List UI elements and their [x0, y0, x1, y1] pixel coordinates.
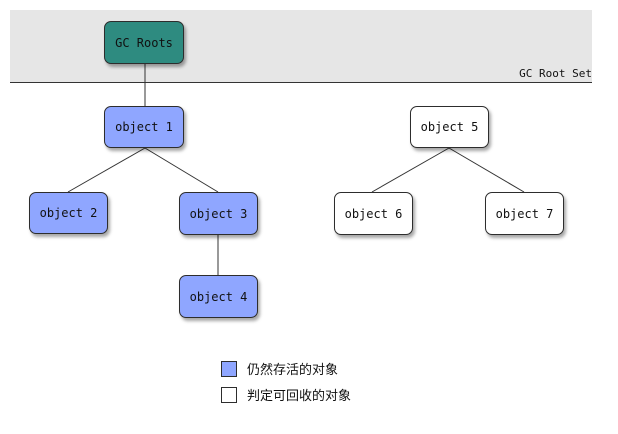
legend-collectable-label: 判定可回收的对象: [247, 389, 352, 404]
object-3-node: object 3: [179, 192, 258, 235]
gc-root-set-divider: [10, 82, 592, 83]
legend-live: 仍然存活的对象: [221, 359, 338, 378]
legend-live-label: 仍然存活的对象: [247, 363, 339, 378]
object-4-node: object 4: [179, 275, 258, 318]
legend-live-swatch: [221, 360, 237, 377]
gc-roots-node: GC Roots: [104, 21, 184, 64]
edge-object1-object3: [144, 147, 219, 193]
object-7-node: object 7: [485, 192, 564, 235]
legend-collectable-swatch: [221, 386, 237, 403]
object-2-node: object 2: [29, 192, 108, 234]
object-1-node: object 1: [104, 106, 184, 148]
legend-collectable: 判定可回收的对象: [221, 385, 351, 404]
object-5-node: object 5: [410, 106, 489, 148]
object-6-node: object 6: [334, 192, 413, 235]
edge-object5-object7: [448, 147, 525, 193]
gc-root-set-label: GC Root Set: [519, 67, 592, 80]
edge-object1-object2: [67, 147, 146, 193]
edge-object5-object6: [371, 147, 450, 193]
